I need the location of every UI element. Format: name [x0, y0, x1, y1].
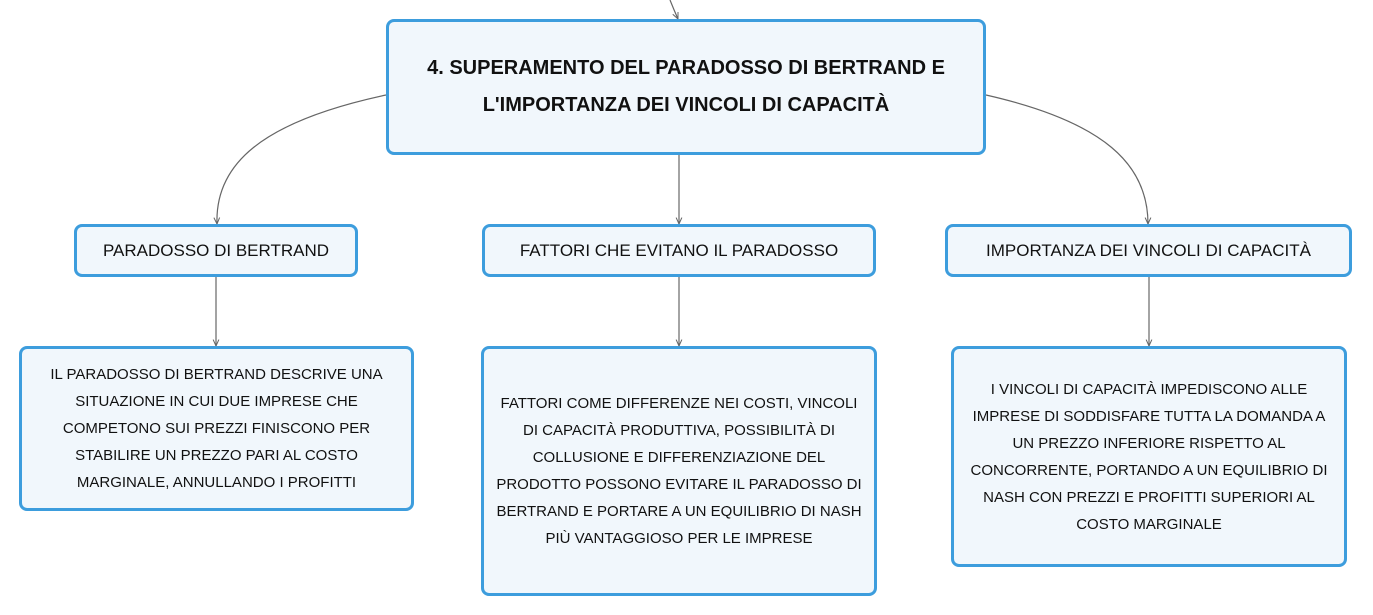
topic-label: FATTORI CHE EVITANO IL PARADOSSO: [519, 240, 839, 260]
subtopic-paradosso-description[interactable]: IL PARADOSSO DI BERTRAND DESCRIVE UNA SI…: [19, 346, 414, 511]
subtopic-text: FATTORI COME DIFFERENZE NEI COSTI, VINCO…: [496, 395, 862, 547]
connector-root-to-branch-1: [217, 94, 387, 224]
topic-importanza-dei-vincoli-di-capacita[interactable]: IMPORTANZA DEI VINCOLI DI CAPACITÀ: [945, 224, 1352, 277]
connector-parent-to-root: [669, 0, 679, 19]
root-topic-text: 4. SUPERAMENTO DEL PARADOSSO DI BERTRAND…: [427, 57, 945, 116]
topic-fattori-che-evitano-il-paradosso[interactable]: FATTORI CHE EVITANO IL PARADOSSO: [482, 224, 876, 277]
topic-label: PARADOSSO DI BERTRAND: [102, 240, 330, 260]
subtopic-text: I VINCOLI DI CAPACITÀ IMPEDISCONO ALLE I…: [970, 380, 1328, 533]
subtopic-vincoli-description[interactable]: I VINCOLI DI CAPACITÀ IMPEDISCONO ALLE I…: [951, 346, 1347, 567]
subtopic-text: IL PARADOSSO DI BERTRAND DESCRIVE UNA SI…: [50, 366, 383, 491]
topic-paradosso-di-bertrand[interactable]: PARADOSSO DI BERTRAND: [74, 224, 358, 277]
root-topic[interactable]: 4. SUPERAMENTO DEL PARADOSSO DI BERTRAND…: [386, 19, 986, 155]
subtopic-fattori-description[interactable]: FATTORI COME DIFFERENZE NEI COSTI, VINCO…: [481, 346, 877, 596]
connector-root-to-branch-3: [985, 94, 1148, 224]
topic-label: IMPORTANZA DEI VINCOLI DI CAPACITÀ: [986, 240, 1311, 260]
